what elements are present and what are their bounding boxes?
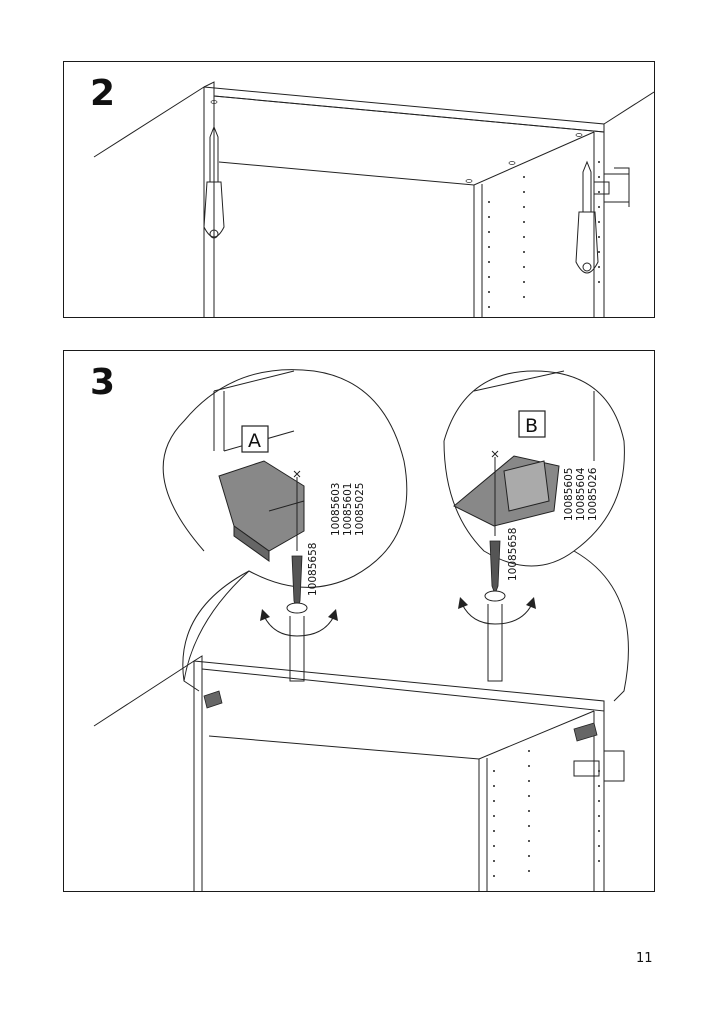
part-code-b-3: 10085026 (587, 467, 599, 521)
bracket-b-icon (453, 455, 560, 527)
step-number: 2 (90, 73, 116, 114)
screw-code-a: 10085658 (307, 543, 319, 596)
part-code-a-1: 10085603 (330, 483, 342, 536)
hinge-icon (593, 167, 630, 207)
screw-icon (458, 450, 536, 682)
bracket-a-icon (218, 460, 305, 562)
step-3-illustration: A 10085603 10085601 10085025 10085658 B (93, 369, 629, 891)
part-code-a-2: 10085601 (342, 483, 354, 536)
part-code-a-3: 10085025 (354, 483, 366, 536)
step-2-illustration (93, 81, 654, 317)
step-3-panel: 3 A 10085603 10085601 10085025 10085658 (63, 350, 655, 892)
page-number: 11 (636, 951, 653, 966)
part-code-b-2: 10085604 (575, 467, 587, 521)
callout-a-label: A (248, 430, 261, 452)
screwdriver-icon (203, 125, 225, 239)
part-code-b-1: 10085605 (563, 468, 575, 521)
callout-b-label: B (525, 415, 538, 437)
screwdriver-icon (575, 160, 599, 274)
step-2-panel: 2 (63, 61, 655, 318)
screw-icon (260, 470, 338, 682)
screw-code-b: 10085658 (507, 528, 519, 581)
step-number: 3 (90, 362, 116, 403)
hinge-icon (573, 750, 625, 782)
